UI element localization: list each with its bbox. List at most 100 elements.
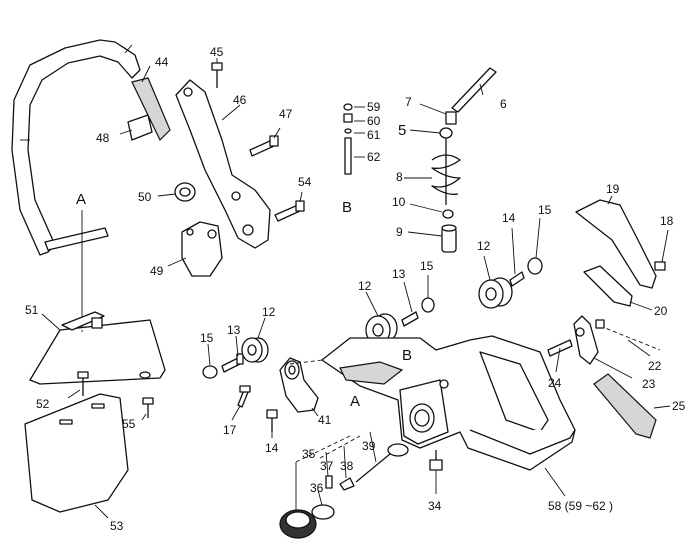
label-61: 61 [367, 128, 381, 142]
grip-25 [593, 373, 671, 439]
label-22: 22 [648, 359, 662, 373]
damper-12-center [365, 291, 398, 345]
bolt-55 [141, 397, 154, 421]
hose-dashed-lines [81, 330, 361, 463]
cover-19 [575, 195, 657, 289]
label-12-left: 12 [262, 305, 276, 319]
label-41: 41 [318, 413, 332, 427]
label-6: 6 [500, 97, 507, 111]
spring-22 [595, 319, 661, 357]
label-13-left: 13 [227, 323, 241, 337]
label-14-right: 14 [502, 211, 516, 225]
front-handle [11, 39, 141, 256]
label-36: 36 [310, 481, 324, 495]
label-25: 25 [672, 399, 686, 413]
label-52: 52 [36, 397, 50, 411]
label-51: 51 [25, 303, 39, 317]
damper-9 [407, 224, 457, 253]
label-20: 20 [654, 304, 668, 318]
base-plate-51 [29, 311, 166, 385]
bolt-54 [274, 191, 305, 222]
clip-38 [339, 445, 355, 491]
damper-50 [157, 182, 196, 202]
label-49: 49 [150, 264, 164, 278]
ring-10 [409, 203, 454, 219]
label-45: 45 [210, 45, 224, 59]
main-housing-58 [321, 335, 576, 497]
rod-6 [451, 67, 497, 113]
label-24: 24 [548, 376, 562, 390]
label-15-right: 15 [538, 203, 552, 217]
label-54: 54 [298, 175, 312, 189]
label-12-right: 12 [477, 239, 491, 253]
label-55: 55 [122, 417, 136, 431]
bolt-17 [231, 385, 251, 421]
cap-35 [279, 462, 317, 539]
washer-15-right [527, 217, 543, 275]
ref-a-bottom: A [350, 393, 360, 410]
bolt-47 [249, 127, 281, 157]
label-12-center: 12 [358, 279, 372, 293]
bolt-13-center [401, 281, 419, 327]
label-15-center: 15 [420, 259, 434, 273]
label-19: 19 [606, 182, 620, 196]
label-34: 34 [428, 499, 442, 513]
ref-a-top: A [76, 191, 86, 208]
label-8: 8 [396, 170, 403, 184]
bolt-45 [211, 58, 223, 88]
ring-36 [311, 489, 335, 520]
label-47: 47 [279, 107, 293, 121]
label-50: 50 [138, 190, 152, 204]
label-39: 39 [362, 439, 376, 453]
bolt-14-left [266, 409, 278, 438]
ref-b-top: B [342, 199, 352, 216]
label-23: 23 [642, 377, 656, 391]
lever-20 [583, 265, 653, 311]
joint-7 [419, 103, 457, 125]
plate-49 [167, 221, 223, 277]
label-62: 62 [367, 150, 381, 164]
label-48: 48 [96, 131, 110, 145]
label-59: 59 [367, 100, 381, 114]
handle-bracket [44, 210, 109, 330]
bolt-52 [67, 371, 89, 399]
bolt-14-right [509, 227, 525, 287]
label-14-left: 14 [265, 441, 279, 455]
label-38: 38 [340, 459, 354, 473]
label-35: 35 [302, 447, 316, 461]
part-labels: 44 45 46 47 48 50 54 49 51 52 55 53 15 1… [25, 45, 686, 533]
label-5: 5 [398, 122, 406, 139]
label-18: 18 [660, 214, 674, 228]
lever-23 [573, 315, 633, 379]
spring-axle-62 [343, 103, 365, 175]
clip-48 [119, 114, 153, 141]
filter-37 [325, 451, 333, 489]
handle-grip [131, 65, 171, 142]
label-10: 10 [392, 195, 406, 209]
plate-53 [24, 393, 129, 519]
bolt-34 [429, 450, 443, 494]
label-37: 37 [320, 459, 334, 473]
label-7: 7 [405, 95, 412, 109]
label-15-left: 15 [200, 331, 214, 345]
spring-8 [404, 138, 461, 205]
label-60: 60 [367, 114, 381, 128]
label-44: 44 [155, 55, 169, 69]
strainer-39 [355, 431, 409, 483]
nut-5 [409, 127, 453, 139]
label-9: 9 [396, 225, 403, 239]
damper-12-left [241, 317, 269, 363]
bracket-41 [279, 357, 319, 417]
screw-18 [654, 229, 669, 271]
label-46: 46 [233, 93, 247, 107]
label-17: 17 [223, 423, 237, 437]
bolt-13-left [221, 335, 244, 373]
damper-12-right [478, 255, 513, 309]
label-53: 53 [110, 519, 124, 533]
label-13-center: 13 [392, 267, 406, 281]
pin-24 [547, 339, 573, 373]
label-58: 58 (59 ~62 ) [548, 499, 613, 513]
bracket-46 [175, 79, 271, 249]
washer-15-center [421, 275, 435, 313]
